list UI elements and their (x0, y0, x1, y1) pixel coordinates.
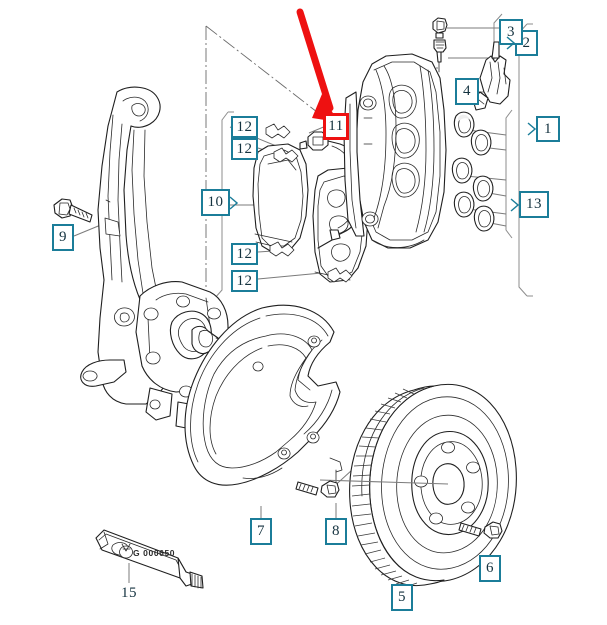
callout-label-12[interactable]: 12 (231, 138, 258, 160)
brake-caliper-housing (343, 53, 447, 249)
bolt-9 (53, 198, 93, 223)
callout-label-5[interactable]: 5 (391, 584, 413, 611)
red-annotation-arrow (296, 8, 338, 122)
brake-dust-shield (184, 304, 343, 486)
steering-knuckle (80, 86, 229, 431)
callout-label-1[interactable]: 1 (536, 116, 560, 142)
callout-label-8[interactable]: 8 (325, 518, 347, 545)
grease-tube: G 000650 (95, 529, 204, 589)
piston-seal-rings (451, 111, 495, 232)
callout-label-12[interactable]: 12 (231, 270, 258, 292)
callout-label-9[interactable]: 9 (52, 224, 74, 251)
bolt-8 (295, 480, 340, 498)
bolt-6 (458, 521, 503, 539)
brake-pad-set (252, 123, 369, 283)
callout-label-6[interactable]: 6 (479, 555, 501, 582)
svg-text:G 000650: G 000650 (133, 548, 175, 558)
callout-label-10[interactable]: 10 (201, 189, 230, 216)
callout-label-13[interactable]: 13 (519, 191, 549, 218)
callout-label-12[interactable]: 12 (231, 243, 258, 265)
callout-label-3[interactable]: 3 (499, 19, 523, 45)
callout-label-15[interactable]: 15 (121, 584, 137, 601)
callout-label-11[interactable]: 11 (323, 113, 349, 140)
callout-label-4[interactable]: 4 (455, 78, 479, 105)
callout-label-7[interactable]: 7 (250, 518, 272, 545)
bleeder-valve-assembly (432, 17, 448, 73)
callout-label-12[interactable]: 12 (231, 116, 258, 138)
